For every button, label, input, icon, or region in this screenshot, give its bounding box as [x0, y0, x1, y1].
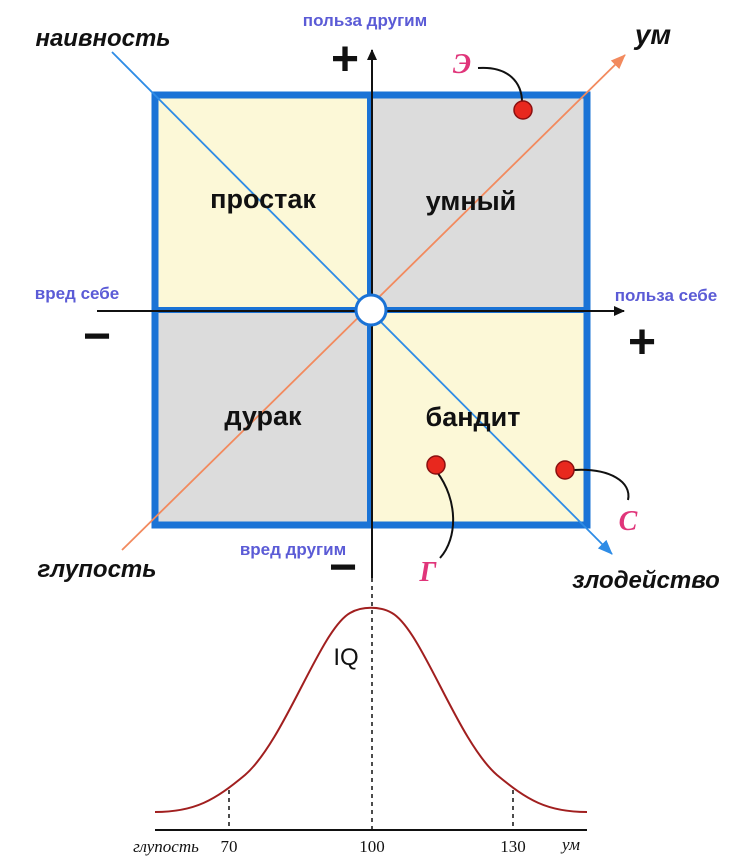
diagonal-label-villainy: злодейство	[572, 567, 720, 594]
quadrant-label-smart: умный	[426, 186, 517, 216]
quadrant-top-right	[370, 95, 587, 310]
iq-tick-130: 130	[500, 837, 526, 856]
quadrant-label-fool: дурак	[224, 401, 302, 431]
quadrant-bottom-left	[155, 310, 370, 525]
quadrant-label-simpleton: простак	[210, 184, 316, 214]
axis-label-benefit-others: польза другим	[303, 11, 427, 30]
point-s	[555, 460, 575, 480]
iq-tick-100: 100	[359, 837, 385, 856]
leader-line-g	[436, 471, 455, 559]
axis-label-benefit-self: польза себе	[615, 286, 718, 305]
point-g	[426, 455, 446, 475]
plus-sign-vertical: +	[331, 33, 359, 86]
point-e	[513, 100, 533, 120]
leader-line-e	[477, 66, 524, 106]
iq-right-label: ум	[560, 835, 580, 854]
diagonal-label-naivety: наивность	[35, 25, 170, 52]
diagonal-label-stupidity: глупость	[37, 556, 156, 583]
quadrant-bottom-right	[370, 310, 587, 525]
leader-line-s	[573, 468, 630, 501]
iq-bell-curve	[154, 606, 588, 813]
iq-left-label: глупость	[133, 837, 199, 856]
origin-marker	[354, 293, 388, 327]
diagonal-label-mind: ум	[633, 19, 672, 50]
point-label-g: Г	[419, 557, 438, 588]
point-label-e: Э	[453, 49, 471, 80]
plus-sign-horizontal: +	[628, 316, 656, 369]
axis-label-harm-self: вред себе	[35, 284, 119, 303]
point-label-s: С	[619, 506, 638, 537]
axis-label-harm-others: вред другим	[240, 540, 346, 559]
minus-sign-vertical: −	[329, 541, 357, 594]
iq-tick-70: 70	[221, 837, 238, 856]
minus-sign-horizontal: −	[83, 310, 111, 363]
iq-label: IQ	[333, 644, 358, 671]
quadrant-label-bandit: бандит	[426, 402, 521, 432]
